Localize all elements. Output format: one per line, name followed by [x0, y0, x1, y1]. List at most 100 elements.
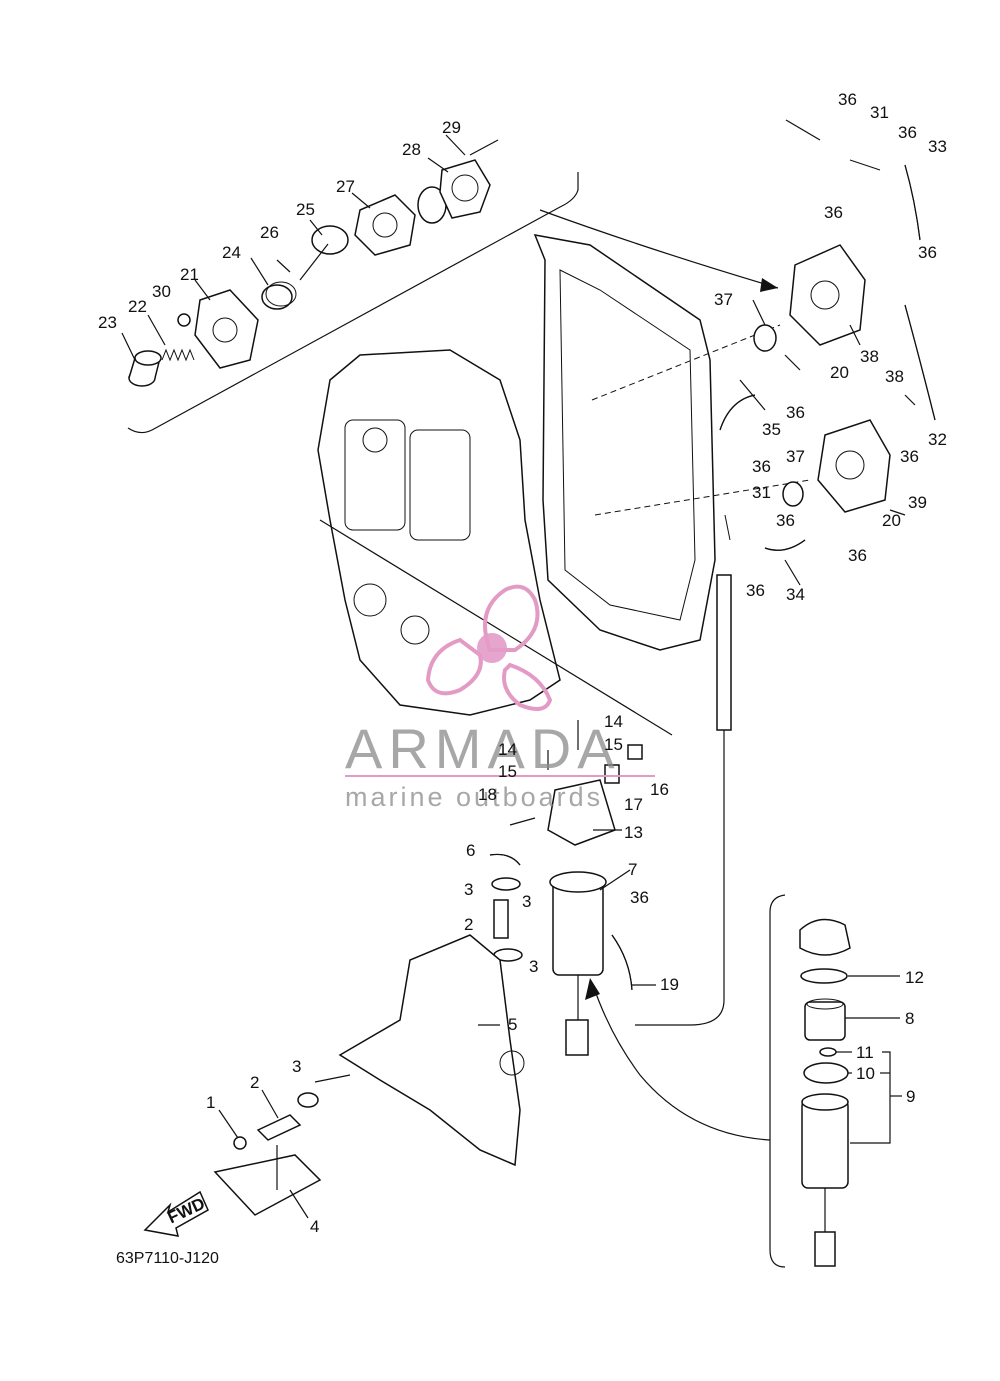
callout-37: 37 — [714, 290, 733, 309]
callout-9: 9 — [906, 1087, 915, 1106]
block-port-1 — [353, 583, 387, 617]
callout-15: 15 — [604, 735, 623, 754]
callout-36: 36 — [776, 511, 795, 530]
callout-34: 34 — [786, 585, 805, 604]
part-13-bracket — [547, 779, 616, 846]
callout-26: 26 — [260, 223, 279, 242]
leader-7 — [599, 869, 631, 891]
diagram-code: 63P7110-J120 — [116, 1250, 219, 1267]
leader-1 — [218, 1109, 239, 1139]
part-24-spring — [261, 284, 293, 310]
callout-14: 14 — [498, 740, 517, 759]
inset-arrowhead — [585, 978, 600, 1000]
logo-blade-3 — [502, 662, 553, 711]
callout-36: 36 — [752, 457, 771, 476]
engine-block — [317, 349, 561, 716]
callout-20: 20 — [882, 511, 901, 530]
callout-13: 13 — [624, 823, 643, 842]
callout-8: 8 — [905, 1009, 914, 1028]
callout-19: 19 — [660, 975, 679, 994]
part-9-bowl-rim — [801, 1093, 849, 1111]
callout-36: 36 — [900, 447, 919, 466]
part-20-upper-port — [810, 280, 840, 310]
lower-cowling: FWD — [143, 934, 525, 1237]
callout-38: 38 — [885, 367, 904, 386]
callout-32: 32 — [928, 430, 947, 449]
callout-1: 1 — [206, 1093, 215, 1112]
pump-group-arrow — [539, 209, 779, 289]
return-line-bend — [635, 999, 725, 1026]
callout-28: 28 — [402, 140, 421, 159]
leader-38a — [849, 324, 861, 346]
part-7-connector — [565, 1019, 589, 1056]
part-21-cover — [194, 289, 259, 369]
part-8-element — [804, 1001, 846, 1041]
part-3-clamp-a — [491, 877, 521, 891]
callout-14: 14 — [604, 712, 623, 731]
part-29-bolt — [469, 139, 499, 156]
part-35-hose-inner — [719, 394, 756, 431]
callout-37: 37 — [786, 447, 805, 466]
watermark-propeller-logo — [425, 584, 553, 711]
callout-21: 21 — [180, 265, 199, 284]
ref-line-1 — [591, 324, 781, 401]
callout-20: 20 — [830, 363, 849, 382]
fuel-filter-center — [489, 720, 643, 1056]
leader-25 — [309, 219, 323, 236]
part-2-connector-lower — [256, 1114, 302, 1141]
cylinder-2 — [409, 429, 471, 541]
part-8-element-top — [806, 998, 844, 1010]
callout-16: 16 — [650, 780, 669, 799]
cylinder-1 — [344, 419, 406, 531]
engine-block-outline — [317, 349, 561, 716]
block-boss — [362, 427, 388, 453]
callout-31: 31 — [752, 483, 771, 502]
pump-exploded-group — [127, 139, 779, 434]
filter-inset — [585, 894, 902, 1268]
part-20-pump-lower — [817, 419, 891, 513]
reference-lines — [591, 324, 811, 516]
part-2-connector-upper — [493, 899, 509, 939]
part-33-hose — [904, 164, 921, 241]
pump-group-arrowhead — [760, 278, 778, 292]
leader-24 — [250, 257, 269, 286]
callout-15: 15 — [498, 762, 517, 781]
inset-connector — [814, 1231, 836, 1267]
part-27-bore — [372, 212, 398, 238]
callout-30: 30 — [152, 282, 171, 301]
block-port-2 — [400, 615, 430, 645]
callout-36: 36 — [918, 243, 937, 262]
part-18-bolt — [509, 817, 536, 826]
callout-2: 2 — [464, 915, 473, 934]
fwd-arrow — [143, 1190, 209, 1237]
manifold-outline — [533, 234, 716, 651]
callout-3: 3 — [292, 1057, 301, 1076]
callout-27: 27 — [336, 177, 355, 196]
callout-24: 24 — [222, 243, 241, 262]
part-10-cap — [803, 1062, 849, 1084]
part-30-nut — [177, 313, 191, 327]
leader-38b — [904, 394, 916, 406]
part-17-grommet — [604, 764, 620, 784]
callout-38: 38 — [860, 347, 879, 366]
leader-28 — [427, 157, 449, 173]
long-fuel-pipe — [716, 574, 732, 731]
callout-36: 36 — [630, 888, 649, 907]
callout-3: 3 — [522, 892, 531, 911]
leader-29 — [445, 134, 466, 156]
part-34-hose-inner — [764, 539, 806, 551]
callout-10: 10 — [856, 1064, 875, 1083]
callout-35: 35 — [762, 420, 781, 439]
part-11-ring — [819, 1047, 837, 1057]
part-20-lower-port — [835, 450, 865, 480]
leader-23 — [121, 332, 136, 361]
part-7-filter-head — [549, 871, 607, 893]
part-26-pin — [276, 259, 291, 273]
part-35-hose — [719, 394, 756, 431]
part-19-hose-inner — [611, 934, 633, 991]
part-23-sleeve-top — [134, 350, 162, 366]
part-22-spring — [161, 348, 195, 362]
part-27-body — [354, 194, 416, 256]
leader-27 — [351, 192, 371, 209]
